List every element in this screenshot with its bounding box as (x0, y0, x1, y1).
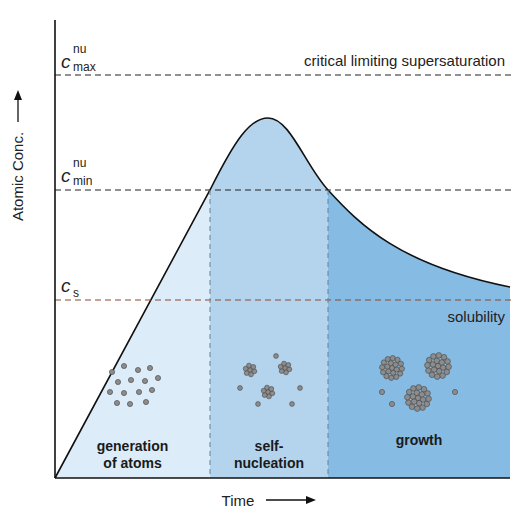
atom-dot (274, 354, 279, 359)
axis-title: Time (222, 493, 255, 508)
atom-dot (389, 401, 394, 406)
atom-dot (431, 367, 437, 373)
symbol-subscript: min (73, 175, 92, 187)
atom-dot (380, 365, 385, 370)
x-axis (55, 477, 510, 479)
atom-dot (256, 402, 261, 407)
atom-dot (389, 375, 394, 380)
atom-dot (411, 399, 417, 405)
atom-dot (127, 401, 132, 406)
atom-dot (426, 368, 432, 374)
atom-dot (452, 389, 457, 394)
atom-dot (238, 386, 243, 391)
atom-dot (390, 356, 395, 361)
atom-dot (394, 374, 399, 379)
stage-band: growth (328, 400, 510, 476)
atom-dot (406, 400, 412, 406)
atom-dot (445, 359, 451, 365)
atom-dot (155, 375, 160, 380)
stage-divider (328, 190, 329, 478)
atom-dot (142, 378, 147, 383)
atom-dot (149, 387, 154, 392)
concentration-curve (55, 118, 510, 478)
symbol-superscript: nu (73, 43, 86, 55)
atom-dot (440, 373, 446, 379)
stage-label: growth (396, 432, 443, 449)
atom-dot (279, 369, 284, 374)
atom-dot (393, 362, 398, 367)
atom-dot (121, 390, 126, 395)
atom-dot (405, 394, 411, 400)
atom-dot (386, 369, 391, 374)
atom-dot (385, 356, 390, 361)
particle-icons (107, 353, 457, 412)
axis-title: Atomic Conc. (11, 131, 26, 220)
atom-dot (290, 402, 295, 407)
atom-dot (121, 363, 126, 368)
stage-band: generation of atoms (55, 400, 210, 476)
atom-dot (420, 405, 426, 411)
atom-dot (414, 406, 420, 412)
atom-dot (439, 360, 445, 366)
atom-dot (398, 361, 403, 366)
atom-dot (380, 370, 385, 375)
symbol-subscript: max (73, 61, 96, 73)
atom-dot (419, 392, 425, 398)
symbol-superscript: nu (73, 157, 86, 169)
atom-dot (426, 396, 432, 402)
atom-dot (434, 374, 440, 380)
atom-dot (147, 365, 152, 370)
atom-dot (114, 400, 119, 405)
stage-band: self- nucleation (210, 400, 328, 476)
atom-dot (136, 389, 141, 394)
atom-dot (425, 391, 431, 397)
symbol-c: c (61, 166, 71, 185)
stage-label: self- nucleation (229, 438, 309, 472)
atom-dot (128, 377, 133, 382)
cmax-line (55, 74, 512, 75)
atom-dot (109, 369, 114, 374)
atom-dot (269, 387, 274, 392)
atom-dot (244, 371, 249, 376)
y-arrowhead (14, 90, 22, 100)
atom-dot (379, 389, 384, 394)
symbol-c: c (61, 276, 71, 295)
symbol-subscript: s (73, 287, 79, 299)
atom-dot (115, 379, 120, 384)
threshold-label: critical limiting supersaturation (304, 53, 505, 68)
atom-dot (135, 367, 140, 372)
symbol-c: c (61, 52, 71, 71)
stage-divider (210, 190, 211, 478)
atom-dot (251, 365, 256, 370)
atom-dot (107, 389, 112, 394)
solubility-line (55, 299, 512, 300)
atom-dot (416, 385, 422, 391)
atom-dot (143, 399, 148, 404)
atom-dot (446, 364, 452, 370)
threshold-label: solubility (447, 309, 505, 324)
atom-dot (411, 386, 417, 392)
atom-dot (399, 366, 404, 371)
atom-dot (286, 363, 291, 368)
atom-dot (431, 354, 437, 360)
cmin-line (55, 189, 512, 190)
region-fills (55, 0, 512, 478)
y-axis (54, 20, 56, 478)
x-arrowhead (306, 496, 316, 504)
atom-dot (436, 353, 442, 359)
atom-dot (425, 362, 431, 368)
x-arrow (266, 499, 312, 500)
atom-dot (262, 393, 267, 398)
stage-label: generation of atoms (90, 438, 175, 472)
atom-dot (298, 386, 303, 391)
